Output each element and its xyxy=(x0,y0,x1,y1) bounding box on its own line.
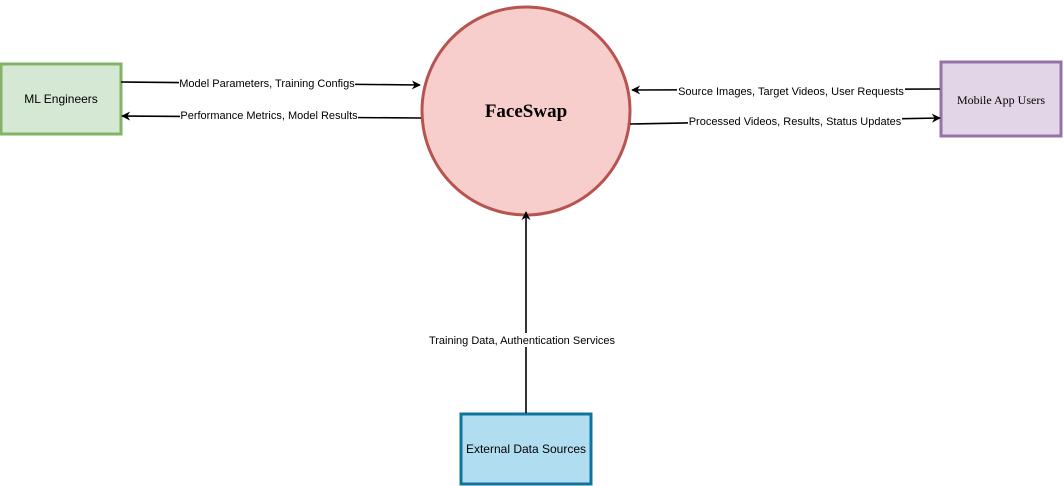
faceswap-process[interactable]: FaceSwap xyxy=(420,5,632,217)
flow-training-data[interactable]: Training Data, Authentication Services xyxy=(428,211,616,413)
ml-engineers-label: ML Engineers xyxy=(24,92,98,106)
flow-processed-videos[interactable]: Processed Videos, Results, Status Update… xyxy=(629,113,941,128)
flow-model-parameters-label: Model Parameters, Training Configs xyxy=(179,78,355,90)
ml-engineers-border xyxy=(0,62,123,136)
external-data-sources-border xyxy=(459,412,593,486)
flow-processed-videos-label: Processed Videos, Results, Status Update… xyxy=(689,116,902,128)
flow-processed-videos-label-bg xyxy=(688,115,902,128)
external-data-sources-label: External Data Sources xyxy=(466,442,586,456)
external-data-sources-box xyxy=(461,414,591,484)
mobile-app-users-label: Mobile App Users xyxy=(957,93,1045,107)
faceswap-process-circle xyxy=(422,7,630,215)
flow-training-data-label-bg xyxy=(428,333,616,347)
flow-performance-metrics[interactable]: Performance Metrics, Model Results xyxy=(121,109,422,122)
flow-training-data-label: Training Data, Authentication Services xyxy=(429,335,616,347)
flow-performance-metrics-label-bg xyxy=(180,109,358,122)
mobile-app-users-border xyxy=(939,60,1063,138)
external-data-sources-entity[interactable]: External Data Sources xyxy=(459,412,593,486)
mobile-app-users-box xyxy=(941,62,1061,136)
faceswap-title: FaceSwap xyxy=(485,101,567,122)
flow-model-parameters-label-bg xyxy=(179,76,355,89)
flow-performance-metrics-label: Performance Metrics, Model Results xyxy=(180,110,358,122)
ml-engineers-entity[interactable]: ML Engineers xyxy=(0,62,123,136)
flow-source-images[interactable]: Source Images, Target Videos, User Reque… xyxy=(631,84,941,98)
flow-source-images-label-bg xyxy=(677,84,905,97)
flow-model-parameters[interactable]: Model Parameters, Training Configs xyxy=(120,76,421,90)
mobile-app-users-entity[interactable]: Mobile App Users xyxy=(939,60,1063,138)
flow-source-images-label: Source Images, Target Videos, User Reque… xyxy=(678,86,904,98)
ml-engineers-box xyxy=(1,64,121,134)
